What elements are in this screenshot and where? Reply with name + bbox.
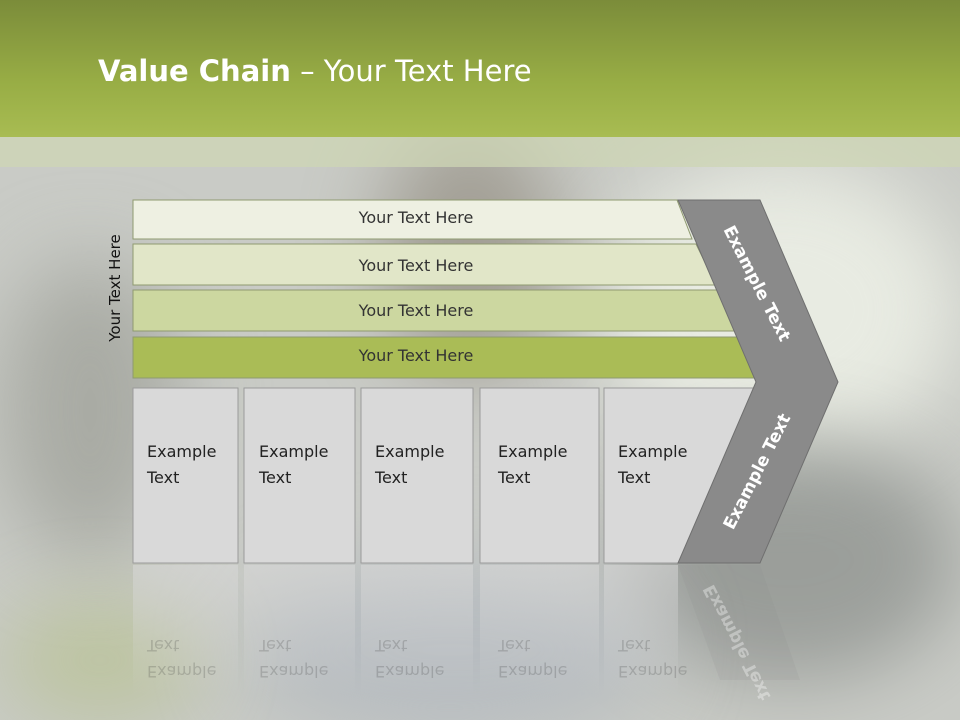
cell-reflection-5: [604, 565, 678, 695]
cell-reflection-1: [133, 565, 238, 695]
cell-reflection-text-4: Example Text: [498, 632, 567, 684]
cell-text-4: Example Text: [498, 439, 567, 491]
cell-reflection-text-3: Example Text: [375, 632, 444, 684]
cell-reflection-text-2-line2: Text: [259, 636, 292, 655]
row-label-3: Your Text Here: [358, 301, 474, 320]
title-bold: Value Chain: [98, 54, 291, 88]
row-label-2: Your Text Here: [358, 256, 474, 275]
cell-text-3-line2: Text: [375, 468, 408, 487]
cell-text-2-line1: Example: [259, 442, 329, 461]
chevron-arrow: [677, 199, 839, 564]
cell-reflection-text-4-line1: Example: [498, 662, 568, 681]
cell-box-1: [132, 387, 239, 564]
cell-reflection-text-5: Example Text: [618, 632, 687, 684]
cell-reflection-text-4-line2: Text: [498, 636, 531, 655]
slide-title: Value Chain – Your Text Here: [98, 54, 532, 88]
cell-text-1-line2: Text: [147, 468, 180, 487]
cell-text-3: Example Text: [375, 439, 444, 491]
cell-text-1: Example Text: [147, 439, 216, 491]
cell-text-2: Example Text: [259, 439, 328, 491]
row-label-1: Your Text Here: [358, 208, 474, 227]
cell-reflection-text-5-line1: Example: [618, 662, 688, 681]
row-bar-1: [132, 199, 693, 240]
cell-text-2-line2: Text: [259, 468, 292, 487]
cell-text-1-line1: Example: [147, 442, 217, 461]
cell-box-4: [479, 387, 600, 564]
cell-text-4-line1: Example: [498, 442, 568, 461]
cell-text-3-line1: Example: [375, 442, 445, 461]
cell-reflection-text-5-line2: Text: [618, 636, 651, 655]
cell-reflection-text-1: Example Text: [147, 632, 216, 684]
cell-reflection-2: [244, 565, 355, 695]
cell-box-2: [243, 387, 356, 564]
cell-reflection-4: [480, 565, 599, 695]
cell-text-5: Example Text: [618, 439, 687, 491]
cell-text-4-line2: Text: [498, 468, 531, 487]
cell-box-3: [360, 387, 474, 564]
title-bar-band: [0, 137, 960, 167]
chevron-reflection: [678, 565, 800, 680]
cell-text-5-line1: Example: [618, 442, 688, 461]
cell-text-5-line2: Text: [618, 468, 651, 487]
cell-reflection-text-3-line1: Example: [375, 662, 445, 681]
cell-reflection-text-1-line1: Example: [147, 662, 217, 681]
title-bar: [0, 0, 960, 137]
cell-reflection-text-2: Example Text: [259, 632, 328, 684]
cell-reflection-text-2-line1: Example: [259, 662, 329, 681]
cell-reflection-text-3-line2: Text: [375, 636, 408, 655]
cell-reflection-text-1-line2: Text: [147, 636, 180, 655]
title-rest: – Your Text Here: [290, 54, 532, 88]
cell-reflection-3: [361, 565, 473, 695]
row-label-4: Your Text Here: [358, 346, 474, 365]
